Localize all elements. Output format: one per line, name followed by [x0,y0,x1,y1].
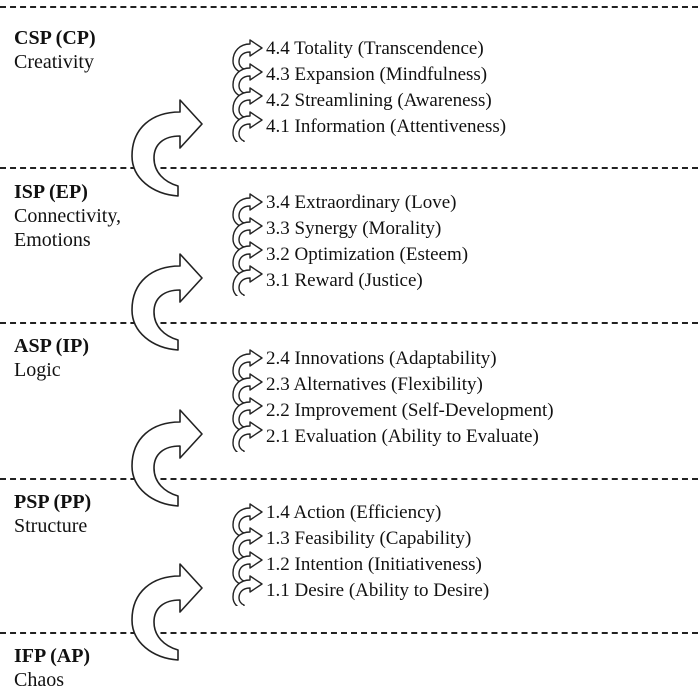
level-code: ISP (EP) [14,181,88,203]
curved-up-arrow-icon [131,563,203,661]
curl-arrow-icon [232,39,263,142]
level-title: CSP (CP)Creativity [14,26,96,74]
curved-up-arrow-icon [131,409,203,507]
level-divider [0,478,698,480]
stage-item: 2.3 Alternatives (Flexibility) [266,374,483,395]
curl-arrow-icon [232,193,263,296]
level-divider [0,167,698,169]
curved-up-arrow-icon [131,253,203,351]
level-description: Logic [14,359,61,381]
stage-item: 4.2 Streamlining (Awareness) [266,90,492,111]
level-title: PSP (PP)Structure [14,490,91,538]
curved-up-arrow-icon [131,409,203,507]
curved-up-arrow-icon [131,99,203,197]
level-code: IFP (AP) [14,645,91,667]
stage-item: 3.2 Optimization (Esteem) [266,244,469,265]
level-divider [0,632,698,634]
curl-arrow-icon [232,575,263,606]
level-description: Chaos [14,669,64,691]
stage-item: 3.1 Reward (Justice) [266,270,423,291]
stage-item: 3.3 Synergy (Morality) [266,218,442,239]
stage-item: 2.2 Improvement (Self-Development) [266,400,554,421]
curved-up-arrow-icon [131,253,203,351]
level-description: Creativity [14,51,94,73]
curl-arrow-icon [232,349,263,452]
level-title: ISP (EP)Connectivity,Emotions [14,180,121,252]
stage-item: 1.1 Desire (Ability to Desire) [266,580,490,601]
level-description: Connectivity, [14,205,122,227]
curl-arrow-icon [232,111,263,142]
stage-item: 2.4 Innovations (Adaptability) [266,348,497,369]
level-title: IFP (AP)Chaos [14,644,90,692]
curl-arrow-icon [232,421,263,452]
stage-item: 4.1 Information (Attentiveness) [266,116,507,137]
level-title: ASP (IP)Logic [14,334,89,382]
level-code: ASP (IP) [14,335,89,357]
level-code: CSP (CP) [14,27,96,49]
level-description: Emotions [14,229,91,251]
level-divider [0,6,698,8]
stage-item: 3.4 Extraordinary (Love) [266,192,457,213]
stage-list: 2.4 Innovations (Adaptability) 2.3 Altern… [266,346,554,450]
curl-arrow-icon [232,503,263,606]
curved-up-arrow-icon [131,563,203,661]
stage-list: 3.4 Extraordinary (Love) 3.3 Synergy (Mor… [266,190,468,294]
stage-item: 4.4 Totality (Transcendence) [266,38,484,59]
stage-item: 4.3 Expansion (Mindfulness) [266,64,488,85]
stage-item: 1.2 Intention (Initiativeness) [266,554,482,575]
level-code: PSP (PP) [14,491,92,513]
curl-arrow-icon [232,265,263,296]
curved-up-arrow-icon [131,99,203,197]
stage-item: 1.4 Action (Efficiency) [266,502,442,523]
stage-item: 1.3 Feasibility (Capability) [266,528,472,549]
stage-list: 1.4 Action (Efficiency) 1.3 Feasibility (… [266,500,489,604]
stage-item: 2.1 Evaluation (Ability to Evaluate) [266,426,539,447]
stage-list: 4.4 Totality (Transcendence) 4.3 Expansio… [266,36,506,140]
level-divider [0,322,698,324]
level-description: Structure [14,515,88,537]
